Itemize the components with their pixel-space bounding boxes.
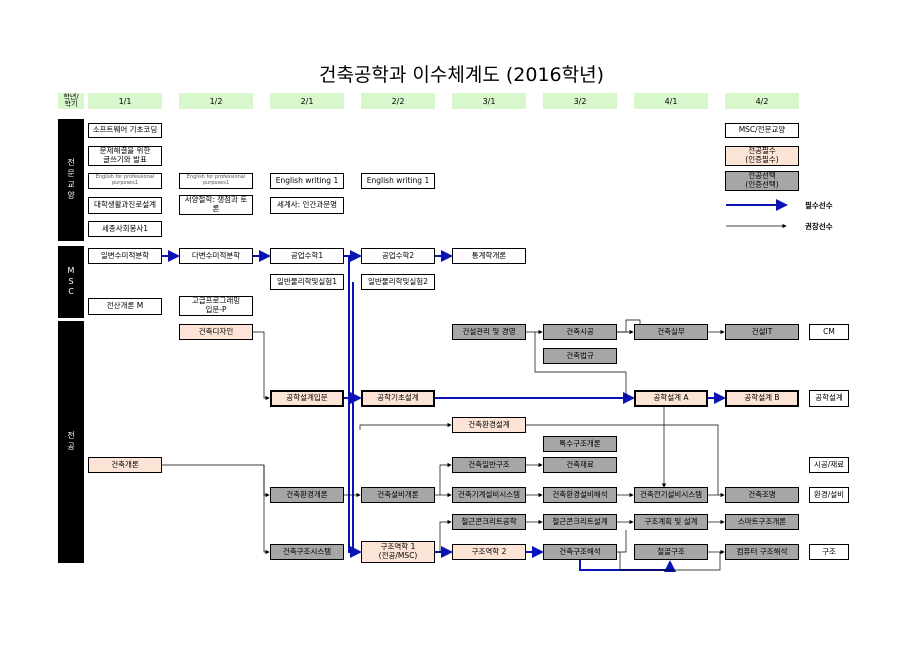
- term-header: 4/1: [634, 93, 708, 109]
- course-special-structure: 특수구조개론: [543, 436, 617, 452]
- section-liberal-arts: 전 문 교 양: [58, 119, 84, 241]
- track-environment: 환경/설비: [809, 487, 849, 503]
- course-arch-practice: 건축실무: [634, 324, 708, 340]
- course-building-law: 건축법규: [543, 348, 617, 364]
- track-cm: CM: [809, 324, 849, 340]
- course-programming: 고급프로그래밍 입문-P: [179, 296, 253, 316]
- course-eng-design-a: 공학설계 A: [634, 390, 708, 407]
- legend-elective: 전공선택 (인증선택): [725, 171, 799, 191]
- track-construction: 시공/재료: [809, 457, 849, 473]
- course-physics2: 일반물리학및실험2: [361, 274, 435, 290]
- section-major: 전 공: [58, 321, 84, 563]
- course-rc-engineering: 철근콘크리트공학: [452, 514, 526, 530]
- course-statistics: 통계학개론: [452, 248, 526, 264]
- course-struct-mech1: 구조역학 1 (전공/MSC): [361, 541, 435, 563]
- course-steel-structure: 철골구조: [634, 544, 708, 560]
- course-arch-intro: 건축개론: [88, 457, 162, 473]
- legend-prereq-required: 필수선수: [805, 201, 833, 210]
- course-eng-design-b: 공학설계 B: [725, 390, 799, 407]
- course-mech-systems: 건축기계설비시스템: [452, 487, 526, 503]
- course-elec-systems: 건축전기설비시스템: [634, 487, 708, 503]
- course-english-2: English for professional purposes1: [179, 173, 253, 189]
- course-basic-eng-design: 공학기초설계: [361, 390, 435, 407]
- course-env-design: 건축환경설계: [452, 417, 526, 433]
- course-lighting: 건축조명: [725, 487, 799, 503]
- course-materials: 건축재료: [543, 457, 617, 473]
- course-construction: 건축시공: [543, 324, 617, 340]
- course-eng-math2: 공업수학2: [361, 248, 435, 264]
- term-header: 1/1: [88, 93, 162, 109]
- legend-required: 전공필수 (인증필수): [725, 146, 799, 166]
- course-smart-structure: 스마트구조개론: [725, 514, 799, 530]
- term-header: 4/2: [725, 93, 799, 109]
- term-header: 2/2: [361, 93, 435, 109]
- course-world-history: 세계사: 인간과문명: [270, 197, 344, 214]
- course-career: 대학생활과진로설계: [88, 197, 162, 214]
- course-construction-it: 건설IT: [725, 324, 799, 340]
- course-eng-math1: 공업수학1: [270, 248, 344, 264]
- course-general-structure: 건축일반구조: [452, 457, 526, 473]
- term-header: 3/1: [452, 93, 526, 109]
- course-western-philosophy: 서양철학: 쟁점과 토 론: [179, 195, 253, 215]
- course-struct-analysis: 건축구조해석: [543, 544, 617, 560]
- course-physics1: 일반물리학및실험1: [270, 274, 344, 290]
- course-sw-coding: 소프트웨어 기초코딩: [88, 123, 162, 138]
- legend-prereq-recommended: 권장선수: [805, 222, 833, 231]
- term-header: 3/2: [543, 93, 617, 109]
- course-equipment-intro: 건축설비개론: [361, 487, 435, 503]
- header-row-label: 학년/ 학기: [58, 93, 84, 109]
- course-env-intro: 건축환경개론: [270, 487, 344, 503]
- course-service: 세종사회봉사1: [88, 221, 162, 237]
- track-eng-design: 공학설계: [809, 390, 849, 407]
- course-computing: 전산개론 M: [88, 298, 162, 315]
- course-construction-mgmt: 건설관리 및 경영: [452, 324, 526, 340]
- course-calc2: 다변수미적분학: [179, 248, 253, 264]
- section-msc: M S C: [58, 246, 84, 318]
- page-title: 건축공학과 이수체계도 (2016학년): [318, 64, 605, 86]
- course-struct-mech2: 구조역학 2: [452, 544, 526, 560]
- term-header: 1/2: [179, 93, 253, 109]
- course-calc1: 일변수미적분학: [88, 248, 162, 264]
- course-rc-design: 철근콘크리트설계: [543, 514, 617, 530]
- track-structure: 구조: [809, 544, 849, 560]
- course-writing: 문제해결을 위한 글쓰기와 발표: [88, 146, 162, 166]
- course-computer-analysis: 컴퓨터 구조해석: [725, 544, 799, 560]
- course-eng-writing-2: English writing 1: [361, 173, 435, 189]
- course-eng-writing-1: English writing 1: [270, 173, 344, 189]
- course-structural-systems: 건축구조시스템: [270, 544, 344, 560]
- course-arch-design: 건축디자인: [179, 324, 253, 340]
- term-header: 2/1: [270, 93, 344, 109]
- course-env-analysis: 건축환경설비해석: [543, 487, 617, 503]
- course-structural-planning: 구조계획 및 설계: [634, 514, 708, 530]
- legend-msc: MSC/전문교양: [725, 123, 799, 138]
- course-english-1: English for professional purposes1: [88, 173, 162, 189]
- course-intro-eng-design: 공학설계입문: [270, 390, 344, 407]
